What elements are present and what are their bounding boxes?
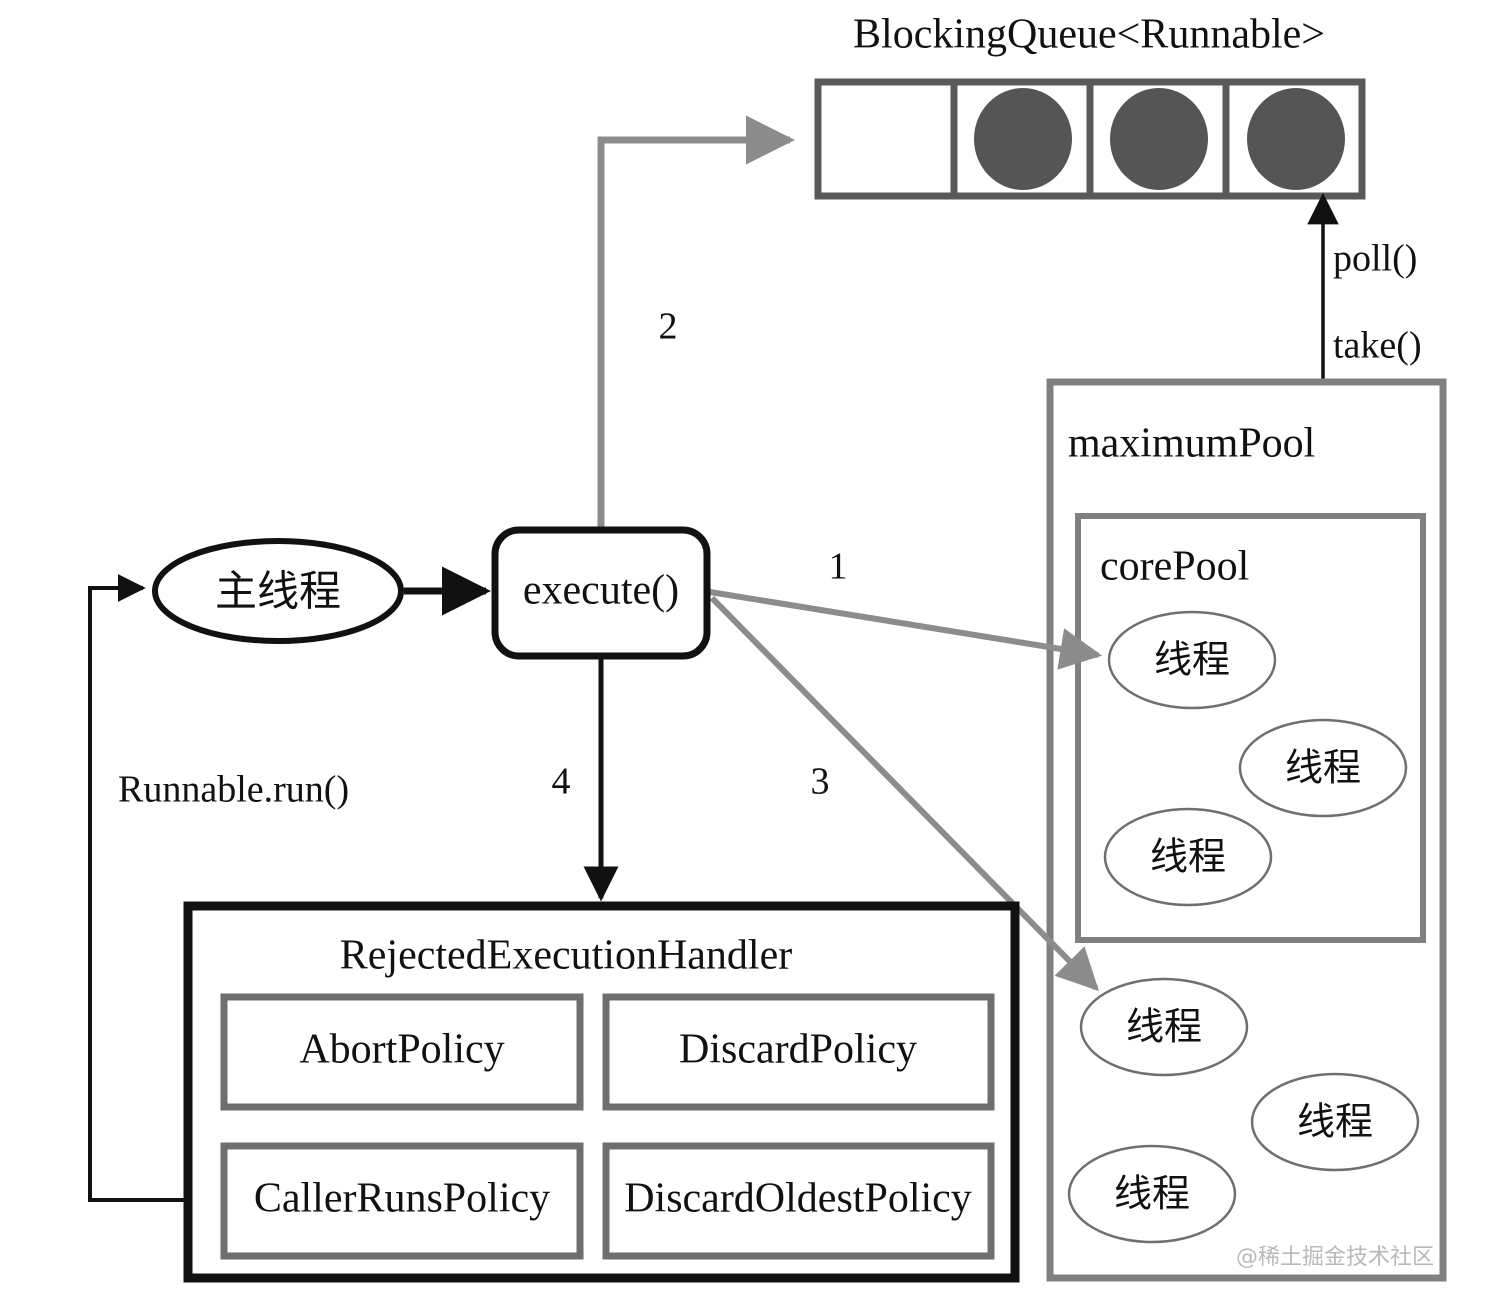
execute-label: execute() — [523, 568, 679, 614]
edge-label-runnable-run: Runnable.run() — [118, 769, 349, 811]
edge-label-3: 3 — [811, 761, 830, 803]
policy-label: DiscardOldestPolicy — [624, 1176, 972, 1222]
edge-label-1: 1 — [829, 546, 848, 588]
blocking-queue — [814, 78, 1366, 200]
main-thread-ellipse — [152, 538, 404, 644]
edge-core-pool-step1 — [709, 589, 1103, 670]
policy-label: CallerRunsPolicy — [254, 1176, 550, 1222]
thread-ellipse — [1067, 1144, 1237, 1244]
thread-ellipse — [1103, 807, 1273, 907]
edge-label-2: 2 — [659, 306, 678, 348]
core-pool-thread-3: 线程 — [1103, 807, 1273, 907]
thread-label: 线程 — [1285, 746, 1361, 790]
policy-box[interactable] — [602, 1142, 995, 1260]
policy-box[interactable] — [220, 1142, 584, 1260]
thread-ellipse — [1079, 977, 1249, 1077]
edge-label-4: 4 — [552, 761, 571, 803]
core-pool-thread-1: 线程 — [1107, 610, 1277, 710]
blocking-queue-title: BlockingQueue<Runnable> — [853, 12, 1325, 58]
edge-label-take: take() — [1333, 325, 1422, 367]
policy-box[interactable] — [602, 993, 995, 1111]
rejected-execution-handler-label: RejectedExecutionHandler — [340, 933, 792, 979]
policy-discard[interactable]: DiscardPolicy — [602, 993, 995, 1111]
thread-label: 线程 — [1150, 835, 1226, 879]
core-pool-label: corePool — [1100, 544, 1249, 590]
thread-label: 线程 — [1126, 1005, 1202, 1049]
queue-task-circle-3 — [1247, 88, 1345, 190]
policy-abort[interactable]: AbortPolicy — [220, 993, 584, 1111]
policy-label: DiscardPolicy — [679, 1027, 917, 1073]
maximum-pool-label: maximumPool — [1068, 421, 1315, 467]
edge-label-poll: poll() — [1333, 238, 1417, 280]
edge-runnable-run-feedback — [88, 574, 225, 1202]
edge-maximum-pool-step3 — [709, 595, 1099, 991]
thread-ellipse — [1250, 1072, 1420, 1172]
thread-ellipse — [1238, 718, 1408, 818]
policy-caller-runs[interactable]: CallerRunsPolicy — [220, 1142, 584, 1260]
thread-label: 线程 — [1154, 638, 1230, 682]
maximum-pool-thread-3: 线程 — [1067, 1144, 1237, 1244]
main-thread-label: 主线程 — [215, 567, 341, 616]
policy-label: AbortPolicy — [299, 1027, 504, 1073]
edge-enqueue-step2 — [597, 115, 795, 530]
queue-task-circle-1 — [974, 88, 1072, 190]
maximum-pool-thread-2: 线程 — [1250, 1072, 1420, 1172]
queue-task-circle-2 — [1110, 88, 1208, 190]
thread-label: 线程 — [1297, 1100, 1373, 1144]
core-pool-thread-2: 线程 — [1238, 718, 1408, 818]
policy-discard-oldest[interactable]: DiscardOldestPolicy — [602, 1142, 995, 1260]
watermark: @稀土掘金技术社区 — [1236, 1245, 1434, 1270]
maximum-pool-thread-1: 线程 — [1079, 977, 1249, 1077]
thread-ellipse — [1107, 610, 1277, 710]
policy-box[interactable] — [220, 993, 584, 1111]
queue-cell-0 — [814, 78, 958, 200]
thread-label: 线程 — [1114, 1172, 1190, 1216]
